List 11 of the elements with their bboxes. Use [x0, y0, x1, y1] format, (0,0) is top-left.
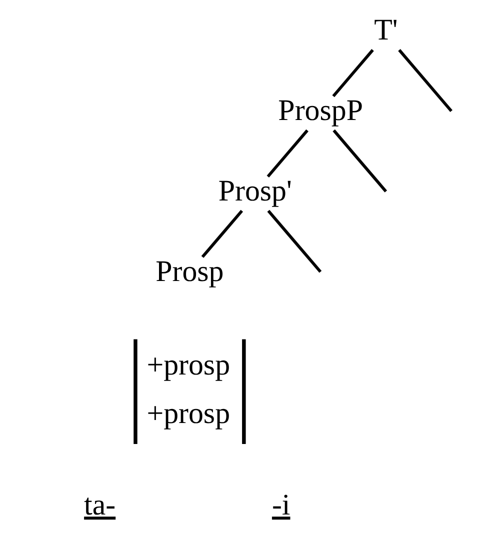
label: -i — [272, 488, 290, 522]
node-text: Prosp' — [218, 174, 292, 208]
label: ta- — [84, 488, 116, 522]
node-text: ProspP — [278, 94, 363, 128]
connector — [332, 49, 374, 98]
connector — [398, 49, 452, 112]
node-text: Prosp — [156, 254, 224, 288]
node-text: +prosp +prosp — [146, 348, 230, 430]
node-text: T' — [374, 14, 398, 47]
connector — [201, 210, 244, 258]
connector — [266, 129, 308, 178]
